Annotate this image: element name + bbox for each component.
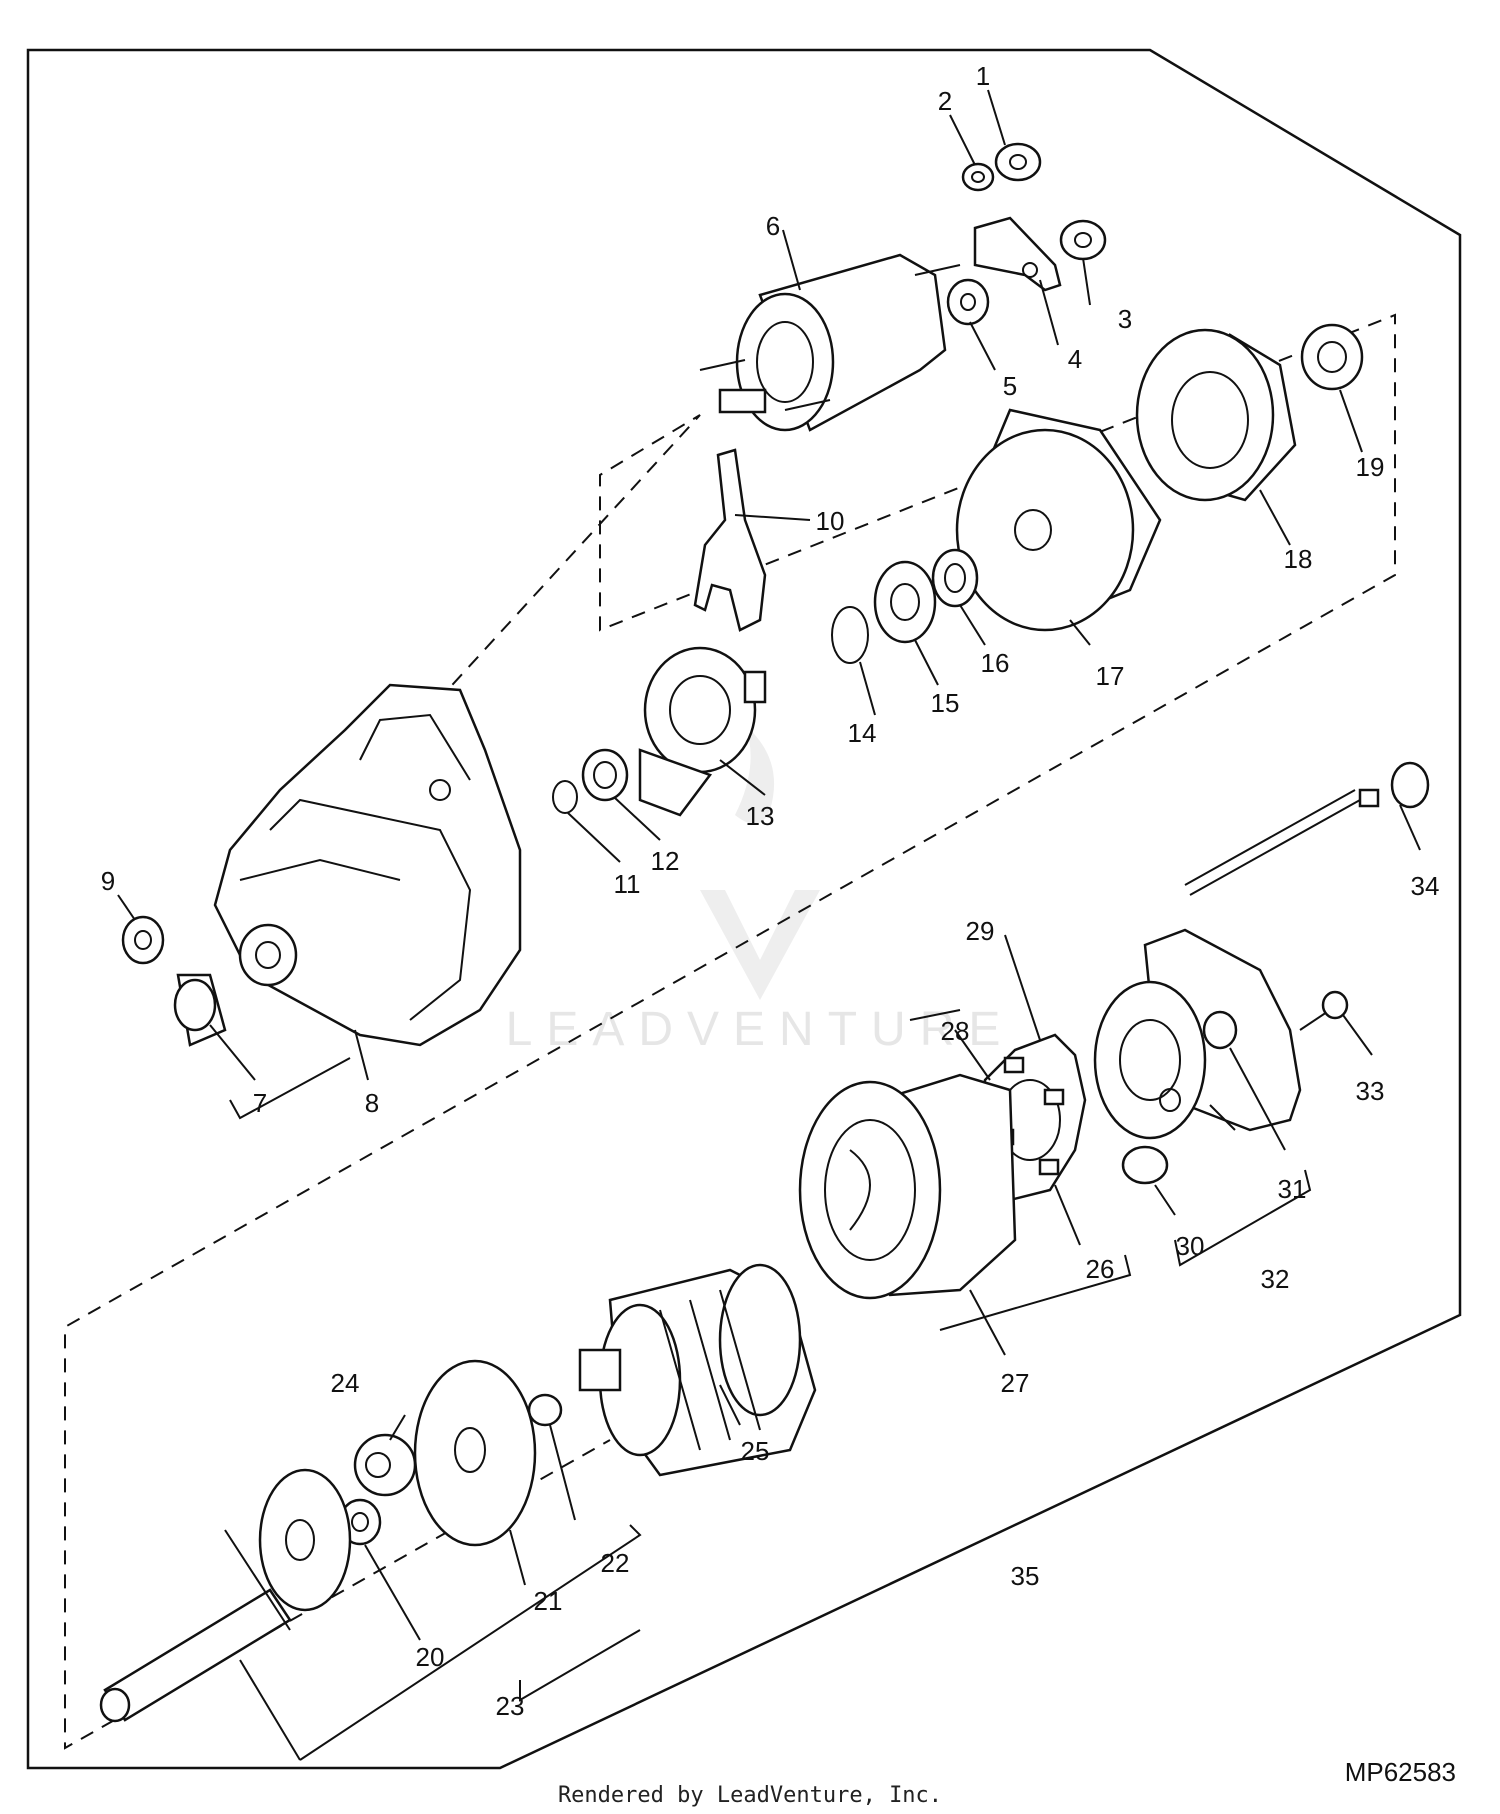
callout-35: 35 [1011,1561,1040,1591]
callout-14: 14 [848,718,877,748]
callout-10: 10 [816,506,845,536]
callout-11: 11 [614,869,641,899]
part-bearing-12 [581,748,629,802]
callout-20: 20 [416,1642,445,1672]
callout-22: 22 [601,1548,630,1578]
part-washer-15 [873,560,937,644]
part-end-frame-32 [1093,928,1302,1140]
part-bracket-4 [973,216,1062,292]
callout-9: 9 [101,866,115,896]
part-nut-9 [121,915,165,965]
callout-17: 17 [1096,661,1125,691]
leader-lines [117,89,1421,1761]
part-nut-1 [994,142,1042,182]
part-housing-17 [955,408,1162,632]
part-screw-33 [1299,990,1349,1031]
callout-25: 25 [741,1436,770,1466]
callouts: 1 2 3 4 5 6 7 8 9 10 11 12 13 14 15 16 1… [101,61,1440,1721]
callout-12: 12 [651,846,680,876]
part-bushing-30 [1121,1145,1169,1185]
part-bushing-16 [931,548,979,608]
part-plate-21 [413,1359,537,1547]
callout-5: 5 [1003,371,1017,401]
callout-7: 7 [253,1088,267,1118]
callout-26: 26 [1086,1254,1115,1284]
callout-4: 4 [1068,344,1082,374]
callout-2: 2 [938,86,952,116]
part-bearing-22 [527,1393,563,1427]
assembly-boundary [64,313,1396,1750]
callout-13: 13 [746,801,775,831]
part-shift-lever-10 [693,448,767,632]
callout-32: 32 [1261,1264,1290,1294]
part-ring-gear-18 [1135,328,1297,502]
part-grommet-31 [1202,1010,1238,1050]
callout-34: 34 [1411,871,1440,901]
part-through-bolt-34 [1184,761,1430,896]
part-yoke-27 [798,1073,1017,1300]
callout-19: 19 [1356,452,1385,482]
callout-21: 21 [534,1586,563,1616]
callout-8: 8 [365,1088,379,1118]
callout-24: 24 [331,1368,360,1398]
diagram-frame [26,48,1462,1770]
callout-6: 6 [766,211,780,241]
part-snap-ring-14 [831,606,869,664]
part-pinion-13 [638,646,767,817]
callout-33: 33 [1356,1076,1385,1106]
callout-15: 15 [931,688,960,718]
callout-28: 28 [941,1016,970,1046]
part-armature-25 [578,1263,817,1477]
part-gear-24 [353,1433,417,1497]
callout-30: 30 [1176,1231,1205,1261]
part-washer-2 [961,162,995,192]
callout-23: 23 [496,1691,525,1721]
part-washer-19 [1300,323,1364,391]
callout-27: 27 [1001,1368,1030,1398]
callout-29: 29 [966,916,995,946]
part-snap-ring-11 [552,780,578,814]
callout-16: 16 [981,648,1010,678]
callout-31: 31 [1278,1174,1307,1204]
part-solenoid-6 [699,253,961,432]
callout-1: 1 [976,61,990,91]
callout-18: 18 [1284,544,1313,574]
render-credit: Rendered by LeadVenture, Inc. [557,1783,943,1808]
callout-3: 3 [1118,304,1132,334]
part-output-shaft-23 [99,1468,352,1723]
part-drive-housing-8 [213,683,522,1047]
drawing-code: MP62583 [1344,1757,1456,1787]
watermark-text: LEADVENTURE [506,1003,1015,1056]
part-nut-3 [1059,219,1107,261]
part-nut-5 [946,278,990,326]
